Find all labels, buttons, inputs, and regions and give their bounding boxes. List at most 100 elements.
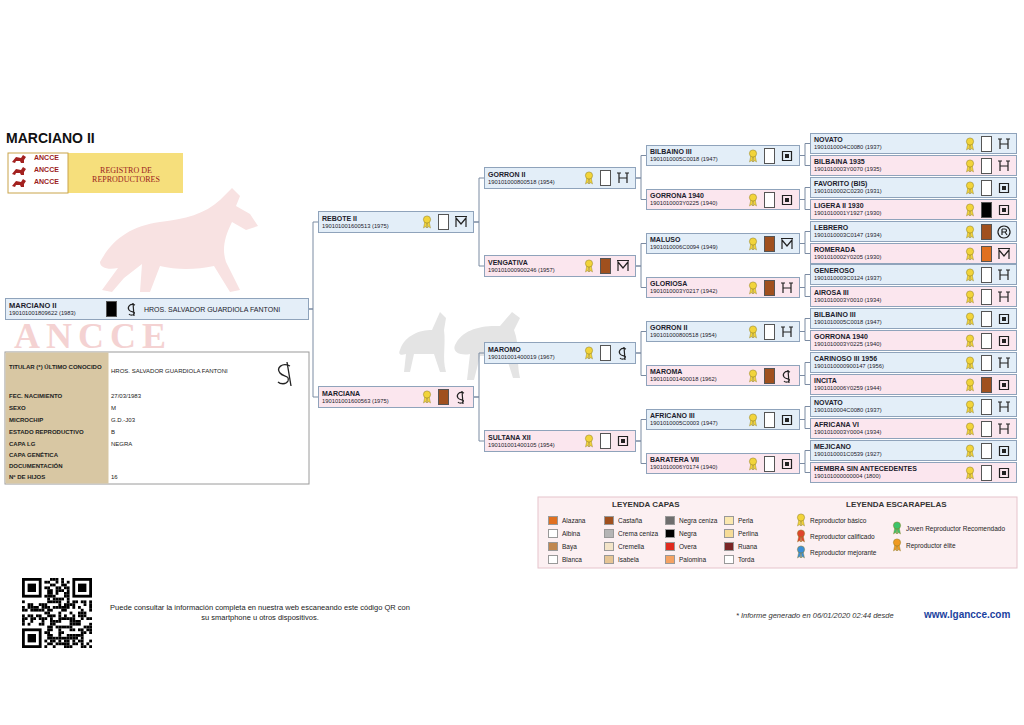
- text-block: ROMERADA1901010002Y0205 (1930): [811, 244, 961, 261]
- brand-mark: [779, 192, 795, 208]
- qr-module: [70, 612, 73, 615]
- ancestor-box: AFRICANA VI1901010003Y0004 (1934): [810, 418, 1017, 439]
- rosette-disc: [749, 237, 756, 244]
- brand-holder: [779, 280, 795, 300]
- legend-swatch: [665, 516, 675, 525]
- qr-module: [58, 586, 61, 589]
- rosette-disc: [749, 149, 756, 156]
- brand-mark: [779, 368, 795, 384]
- qr-module: [47, 614, 50, 617]
- brand-stroke: [619, 347, 626, 360]
- qr-module: [72, 634, 75, 637]
- table-cell: SEXO: [9, 405, 26, 411]
- qr-module: [25, 617, 28, 620]
- table-cell: CAPA GENÉTICA: [9, 452, 58, 458]
- pedigree-connector: [800, 288, 810, 297]
- rosette-holder: [965, 400, 975, 418]
- qr-module: [50, 617, 53, 620]
- ancestor-box: BARATERA VII1901010006Y0174 (1940): [646, 453, 800, 474]
- pedigree-connector: [800, 363, 810, 376]
- legend-panel: [538, 497, 1017, 568]
- pedigree-connector: [309, 222, 318, 309]
- qr-module: [47, 600, 50, 603]
- ancestor-box: LIGERA II 19301901010001Y1927 (1930): [810, 199, 1017, 220]
- owner-brand: [278, 362, 291, 386]
- qr-module: [50, 642, 53, 645]
- rosette-disc: [749, 281, 756, 288]
- qr-module: [28, 606, 31, 609]
- brand-fill: [1002, 471, 1006, 475]
- qr-module: [64, 606, 67, 609]
- rosette-disc: [749, 193, 756, 200]
- registry-number: 1901010004C0080 (1937): [814, 407, 961, 414]
- qr-module: [39, 609, 42, 612]
- rosette-holder: [965, 378, 975, 396]
- pedigree-connector: [636, 353, 646, 376]
- ancestor-box: INCITA1901010006Y0259 (1944): [810, 374, 1017, 395]
- qr-module: [78, 606, 81, 609]
- qr-module: [44, 640, 47, 643]
- pedigree-connector: [800, 332, 810, 341]
- footer-note: www.lgancce.com: [924, 609, 1010, 620]
- rosette-disc: [966, 400, 973, 407]
- coat-swatch: [764, 148, 775, 164]
- qr-module: [86, 617, 89, 620]
- qr-module: [61, 581, 64, 584]
- horse-name: AIROSA III: [814, 289, 961, 297]
- brand-mark: [779, 148, 795, 164]
- qr-module: [56, 578, 59, 581]
- qr-module: [64, 645, 67, 648]
- legend-text: Negra ceniza: [679, 515, 717, 526]
- qr-module: [72, 637, 75, 640]
- rosette-disc: [966, 290, 973, 297]
- pedigree-connector: [636, 332, 646, 354]
- coat-swatch: [764, 236, 775, 252]
- rosette-icon: [796, 545, 806, 559]
- qr-module: [50, 614, 53, 617]
- rosette-holder: [584, 346, 594, 364]
- qr-module: [81, 634, 84, 637]
- qr-module: [75, 600, 78, 603]
- rosette-icon: [748, 281, 758, 295]
- table-cell: Nº DE HIJOS: [9, 474, 45, 480]
- qr-module: [44, 603, 47, 606]
- text-block: GORRONA 19401901010003Y0225 (1940): [647, 190, 744, 207]
- text-block: GENEROSO1901010003C0124 (1937): [811, 265, 961, 282]
- brand-holder: [779, 368, 795, 388]
- brand-holder: [996, 377, 1012, 397]
- text-block: AIROSA III1901010003Y0010 (1934): [811, 287, 961, 304]
- horse-name: INCITA: [814, 377, 961, 385]
- qr-module: [53, 606, 56, 609]
- qr-module: [78, 623, 81, 626]
- coat-swatch: [438, 389, 449, 405]
- qr-module: [64, 642, 67, 645]
- legend-text: Cremella: [618, 541, 644, 552]
- legend-rosette: [796, 513, 806, 531]
- qr-module: [67, 598, 70, 601]
- coat-swatch: [764, 368, 775, 384]
- qr-module: [22, 623, 25, 626]
- ancestor-box: MAROMO190101001400019 (1967): [484, 342, 636, 364]
- qr-module: [47, 598, 50, 601]
- coat-swatch: [981, 311, 992, 327]
- brand-mark: [779, 456, 795, 472]
- page-title: MARCIANO II: [6, 130, 95, 146]
- registry-number: 1901010006Y0259 (1944): [814, 385, 961, 392]
- qr-module: [36, 614, 39, 617]
- pedigree-connector: [800, 275, 810, 288]
- qr-module: [53, 578, 56, 581]
- rosette-holder: [965, 466, 975, 484]
- brand-fill: [1002, 186, 1006, 190]
- qr-module: [67, 645, 70, 648]
- qr-module: [50, 628, 53, 631]
- qr-module: [44, 612, 47, 615]
- brand-holder: [996, 421, 1012, 441]
- registry-number: 190101001400105 (1954): [488, 442, 580, 449]
- registry-number: 1901010003C0147 (1934): [814, 232, 961, 239]
- brand-mark: [779, 324, 795, 340]
- qr-module: [44, 586, 47, 589]
- qr-finder: [74, 579, 91, 596]
- brand-holder: [996, 333, 1012, 353]
- qr-module: [53, 645, 56, 648]
- brand-mark: [996, 465, 1012, 481]
